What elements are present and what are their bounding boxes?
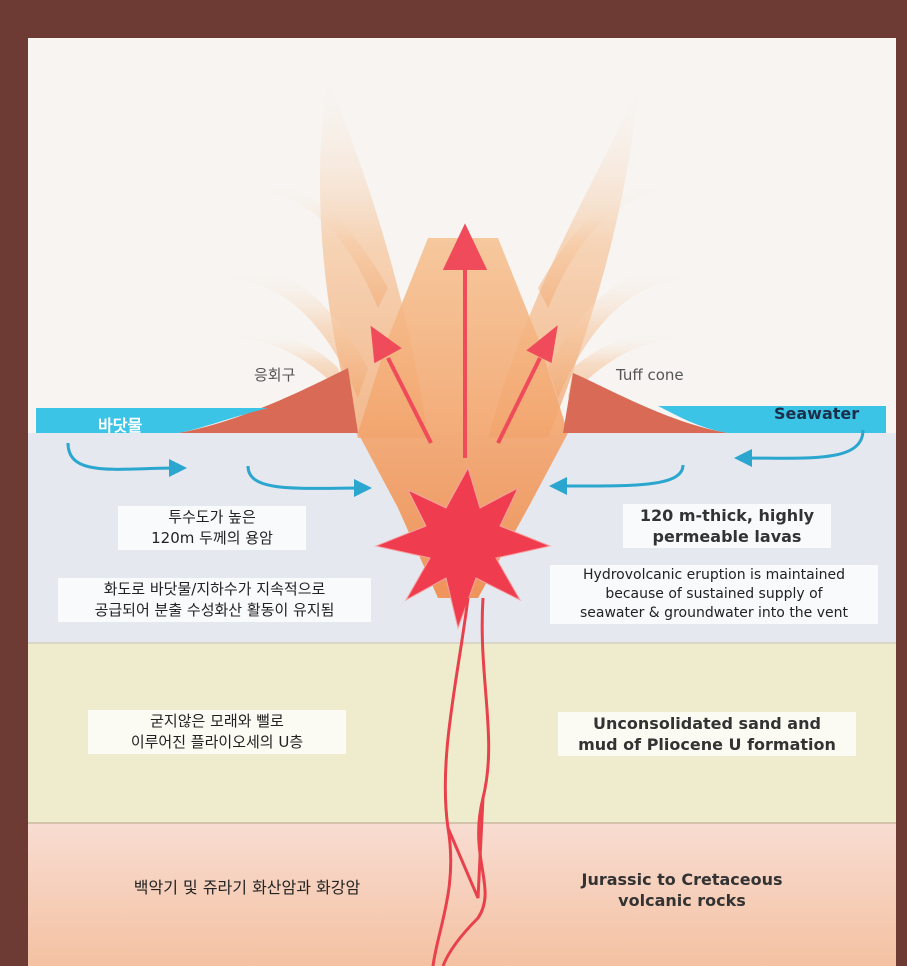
seawater-label-ko: 바닷물 — [98, 416, 143, 435]
cross-section-diagram — [28, 78, 896, 966]
hydrovolcanic-en: Hydrovolcanic eruption is maintained bec… — [550, 565, 878, 624]
sand-mud-ko: 굳지않은 모래와 뻘로 이루어진 플라이오세의 U층 — [88, 710, 346, 754]
permeable-en-line2: permeable lavas — [652, 527, 802, 546]
volcanic-en-line2: volcanic rocks — [618, 891, 746, 910]
hydrovolcanic-en-line2: because of sustained supply of — [605, 586, 823, 602]
hydrovolcanic-ko-line1: 화도로 바닷물/지하수가 지속적으로 — [103, 580, 326, 598]
hydrovolcanic-ko-line2: 공급되어 분출 수성화산 활동이 유지됨 — [94, 601, 335, 619]
upward-arrows — [370, 223, 558, 458]
seawater-inflow-arrows — [66, 429, 865, 498]
sand-mud-ko-line1: 굳지않은 모래와 뻘로 — [150, 712, 284, 730]
hydrovolcanic-en-line1: Hydrovolcanic eruption is maintained — [583, 567, 845, 583]
seawater-label-en: Seawater — [774, 404, 860, 423]
permeable-en-line1: 120 m-thick, highly — [639, 506, 815, 525]
explosion-burst — [374, 466, 552, 630]
tuff-cone-en-text: Tuff cone — [616, 366, 684, 384]
hydrovolcanic-en-line3: seawater & groundwater into the vent — [579, 605, 849, 621]
hydrovolcanic-ko: 화도로 바닷물/지하수가 지속적으로 공급되어 분출 수성화산 활동이 유지됨 — [58, 578, 371, 622]
diagram-board: 응회구 Tuff cone 바닷물 Seawater 투수도가 높은 120m … — [28, 38, 896, 966]
volcanic-rock-layer — [28, 823, 896, 966]
sand-mud-en: Unconsolidated sand and mud of Pliocene … — [558, 712, 856, 756]
sand-mud-en-line1: Unconsolidated sand and — [593, 714, 821, 733]
volcanic-rocks-en: Jurassic to Cretaceous volcanic rocks — [538, 868, 826, 912]
permeable-lavas-ko: 투수도가 높은 120m 두께의 용암 — [118, 506, 306, 550]
seawater-left — [36, 408, 268, 433]
sand-mud-en-line2: mud of Pliocene U formation — [578, 735, 836, 754]
volcanic-en-line1: Jurassic to Cretaceous — [581, 870, 783, 889]
permeable-ko-line2: 120m 두께의 용암 — [151, 529, 273, 547]
tuff-cone-label-ko: 응회구 — [250, 364, 299, 387]
volcanic-ko-line1: 백악기 및 쥬라기 화산암과 화강암 — [133, 878, 361, 897]
permeable-lavas-en: 120 m-thick, highly permeable lavas — [623, 504, 831, 548]
tuff-cone-left — [178, 368, 358, 433]
tuff-cone-label-en: Tuff cone — [612, 364, 688, 387]
feeder-dike — [431, 597, 491, 966]
seawater-right — [658, 406, 886, 433]
tuff-cone-ko-text: 응회구 — [254, 366, 296, 384]
volcanic-rocks-ko: 백악기 및 쥬라기 화산암과 화강암 — [83, 876, 411, 899]
sand-mud-ko-line2: 이루어진 플라이오세의 U층 — [130, 733, 304, 751]
tuff-cone-right — [563, 373, 728, 433]
permeable-ko-line1: 투수도가 높은 — [168, 508, 256, 526]
